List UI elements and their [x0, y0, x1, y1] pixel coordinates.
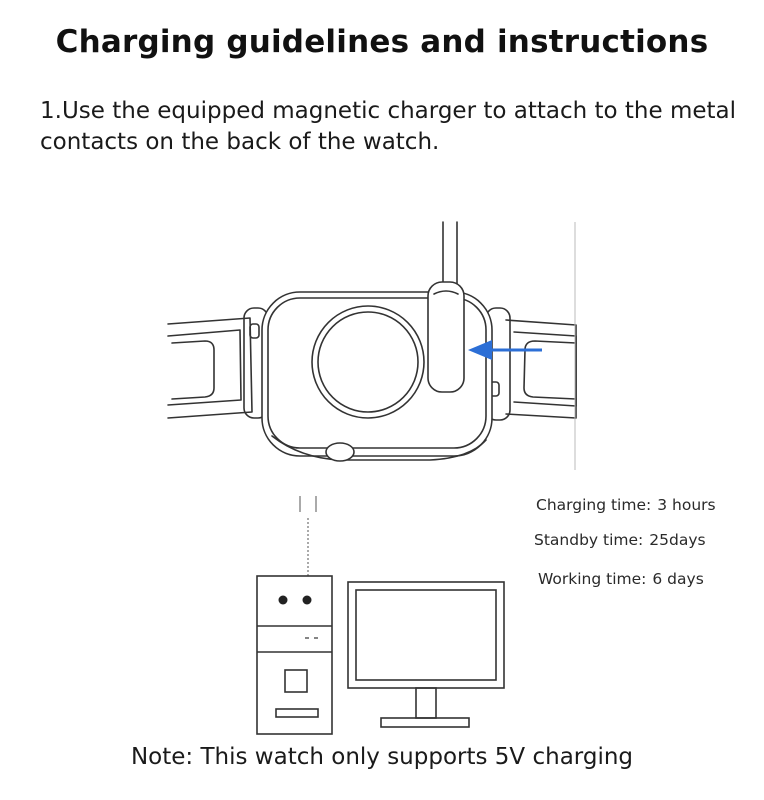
- watch-strap-left: [167, 317, 253, 419]
- power-adapter-illustration: [256, 575, 333, 735]
- spec-label: Charging time:: [536, 496, 652, 514]
- standby-time-row: Standby time: 25days: [534, 531, 706, 549]
- working-time-row: Working time: 6 days: [538, 570, 704, 588]
- instruction-text: 1.Use the equipped magnetic charger to a…: [40, 98, 737, 155]
- spec-value: 3 hours: [657, 496, 716, 514]
- arrow-icon: [468, 340, 542, 360]
- spec-label: Standby time:: [534, 531, 644, 549]
- spec-label: Working time:: [538, 570, 647, 588]
- computer-monitor-illustration: [347, 581, 505, 728]
- note-text: Note: This watch only supports 5V chargi…: [130, 744, 634, 770]
- spec-value: 6 days: [652, 570, 704, 588]
- page-title: Charging guidelines and instructions: [55, 24, 709, 60]
- watch-strap-right: [505, 319, 577, 419]
- magnetic-charger-illustration: [427, 221, 465, 393]
- charging-time-row: Charging time: 3 hours: [536, 496, 716, 514]
- spec-value: 25days: [649, 531, 706, 549]
